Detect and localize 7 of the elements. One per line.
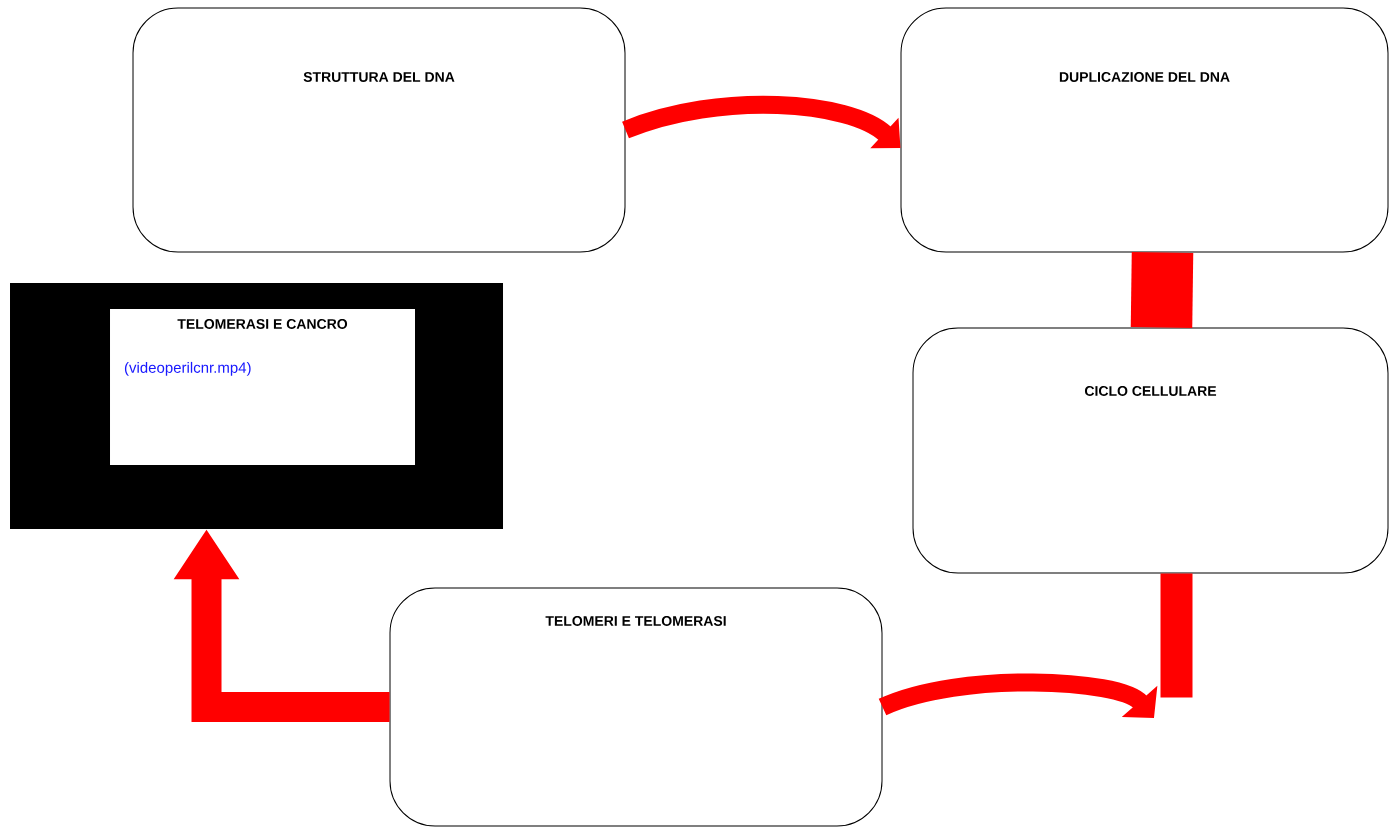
arrow xyxy=(879,673,1158,718)
arrow xyxy=(622,95,901,149)
rounded-box: CICLO CELLULARE xyxy=(912,327,1389,574)
text-panel: TELOMERASI E CANCRO (videoperilcnr.mp4) xyxy=(110,309,415,465)
rounded-box: STRUTTURA DEL DNA xyxy=(132,7,626,253)
rounded-box: DUPLICAZIONE DEL DNA xyxy=(900,7,1389,253)
rounded-box: TELOMERI E TELOMERASI xyxy=(389,587,883,827)
